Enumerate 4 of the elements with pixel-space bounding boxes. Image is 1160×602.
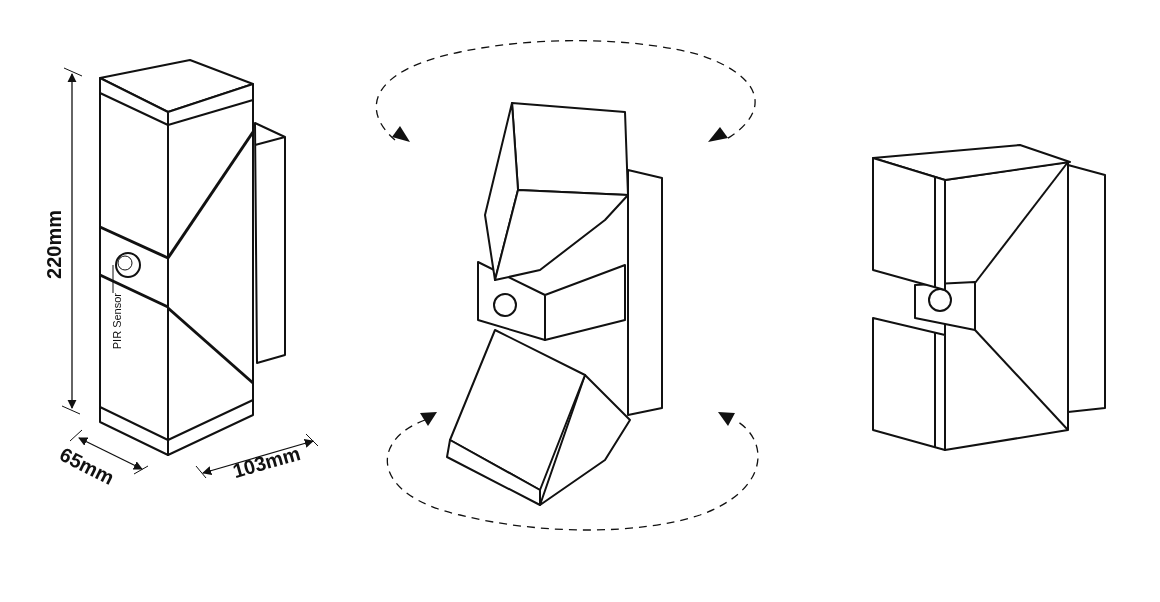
leader-line xyxy=(112,264,114,294)
part-label: PIR Sensor xyxy=(112,293,123,350)
dimension-label: 103mm xyxy=(230,442,303,482)
dimension-label: 220mm xyxy=(44,210,64,279)
